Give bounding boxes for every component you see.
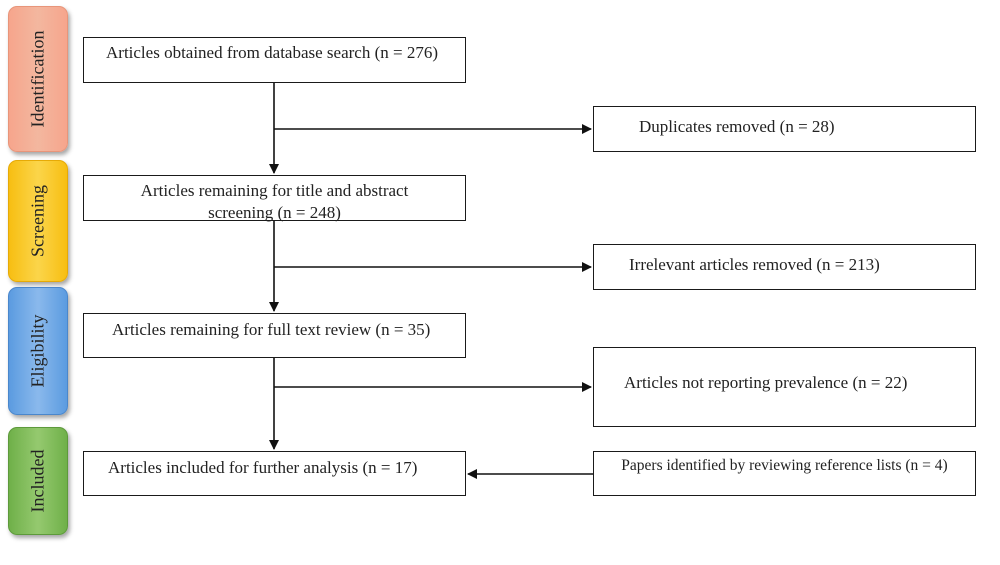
- database-search-box: Articles obtained from database search (…: [83, 37, 466, 83]
- reference-lists-box: Papers identified by reviewing reference…: [593, 451, 976, 496]
- stage-screening: Screening: [8, 160, 68, 282]
- reference-lists-text: Papers identified by reviewing reference…: [621, 457, 948, 474]
- duplicates-removed-text: Duplicates removed (n = 28): [639, 117, 835, 136]
- not-reporting-prevalence-box: Articles not reporting prevalence (n = 2…: [593, 347, 976, 427]
- full-text-review-text: Articles remaining for full text review …: [112, 320, 431, 339]
- included-articles-box: Articles included for further analysis (…: [83, 451, 466, 496]
- stage-eligibility: Eligibility: [8, 287, 68, 415]
- database-search-text: Articles obtained from database search (…: [106, 43, 438, 62]
- not-reporting-prevalence-text: Articles not reporting prevalence (n = 2…: [624, 373, 908, 392]
- duplicates-removed-box: Duplicates removed (n = 28): [593, 106, 976, 152]
- included-articles-text: Articles included for further analysis (…: [108, 458, 418, 477]
- stage-identification: Identification: [8, 6, 68, 152]
- title-abstract-box: Articles remaining for title and abstrac…: [83, 175, 466, 222]
- irrelevant-removed-text: Irrelevant articles removed (n = 213): [629, 255, 880, 274]
- stage-included: Included: [8, 427, 68, 535]
- title-abstract-text: Articles remaining for title and abstrac…: [140, 181, 409, 222]
- irrelevant-removed-box: Irrelevant articles removed (n = 213): [593, 244, 976, 290]
- full-text-review-box: Articles remaining for full text review …: [83, 313, 466, 358]
